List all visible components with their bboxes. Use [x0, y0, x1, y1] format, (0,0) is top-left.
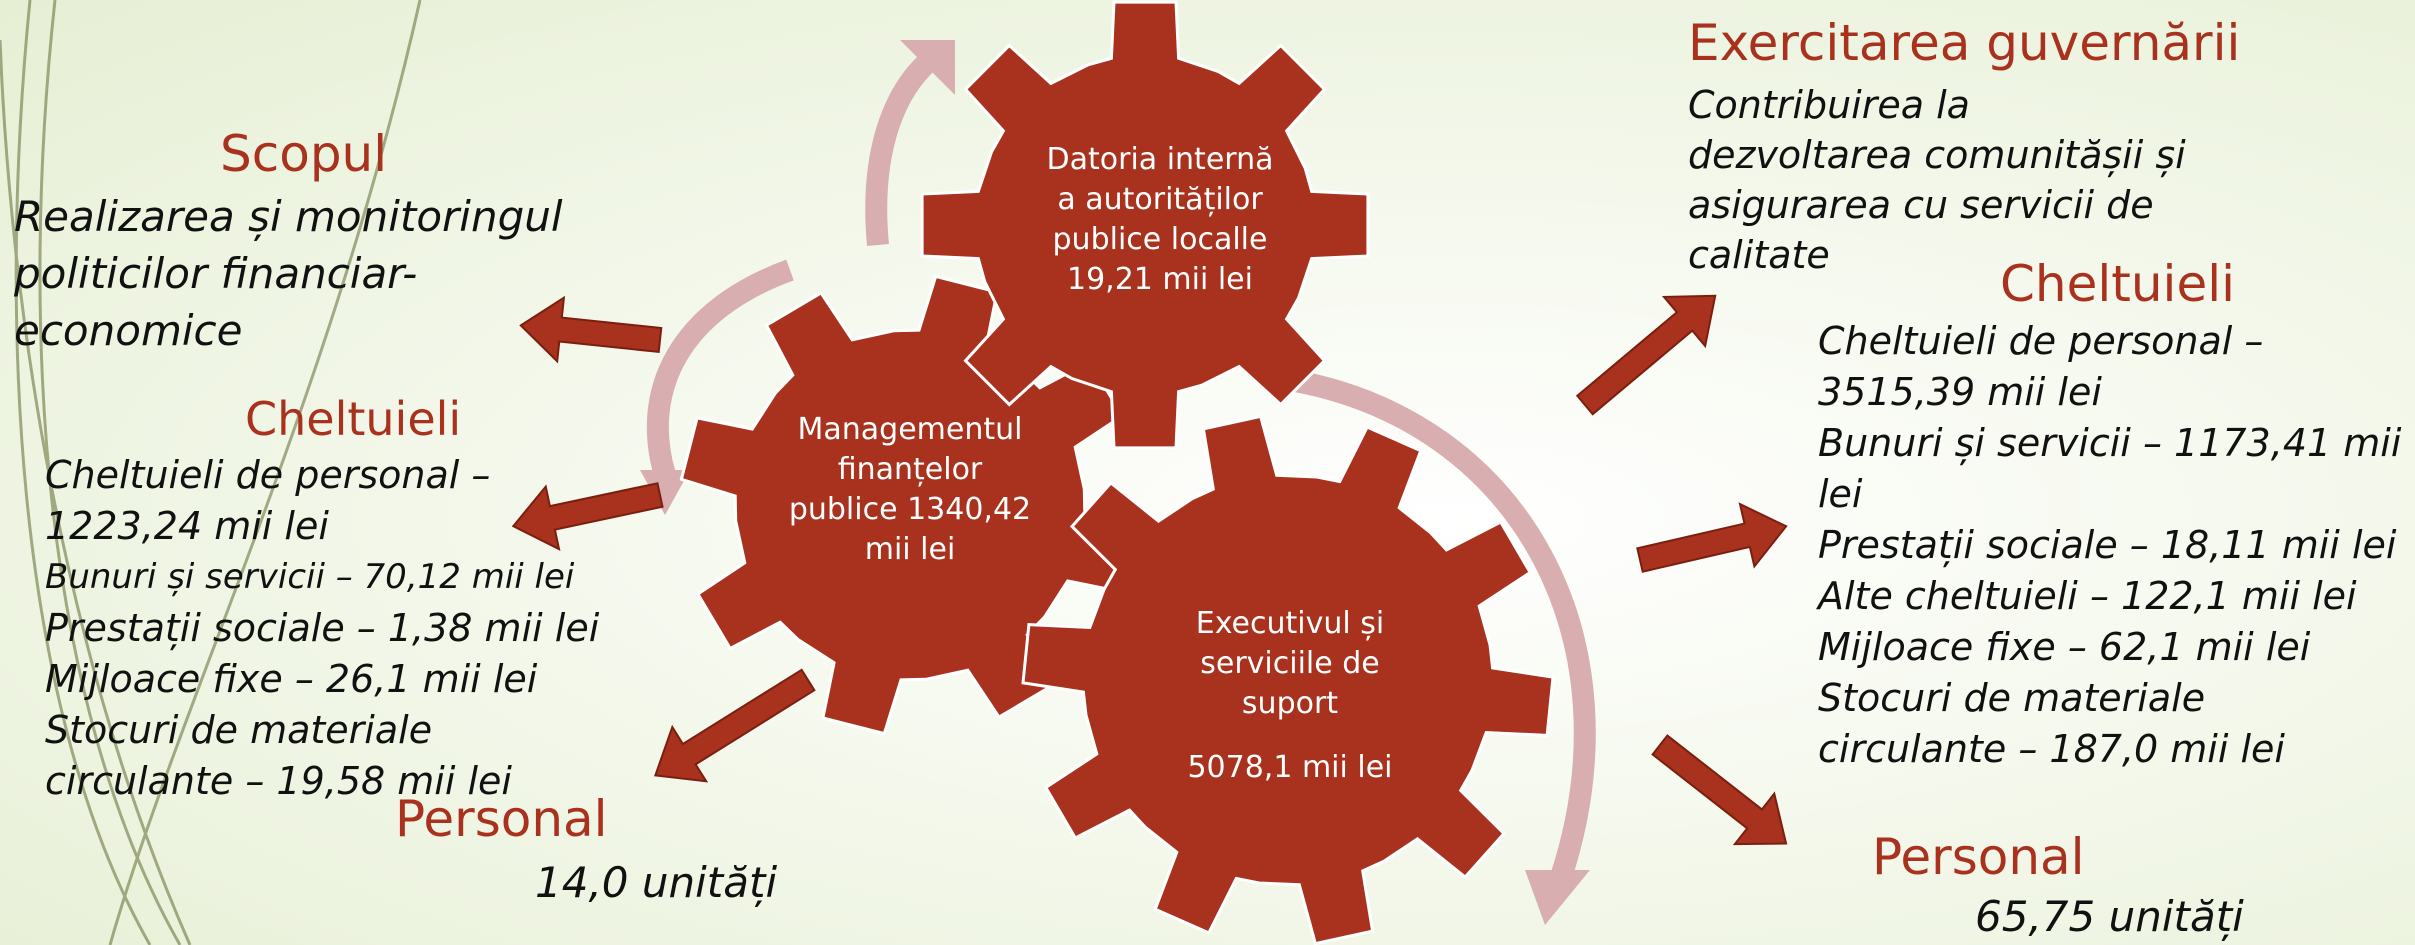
- gear-executivul-line: suport: [1241, 686, 1339, 721]
- gear-executivul-label: Executivul și serviciile de suport 5078,…: [1140, 604, 1440, 788]
- exercitarea-title: Exercitarea guvernării: [1688, 14, 2241, 72]
- personal-left-value: 14,0 unități: [535, 858, 778, 907]
- gear-datoria-label: Datoria internă a autorităților publice …: [1010, 140, 1310, 300]
- gear-datoria-shape: [920, 0, 1370, 450]
- cheltuieli-right-item: lei: [1818, 472, 1863, 516]
- cheltuieli-right-title: Cheltuieli: [2000, 255, 2235, 313]
- cheltuieli-left-item: circulante – 19,58 mii lei: [45, 759, 512, 803]
- gear-datoria: [920, 0, 1370, 450]
- cheltuieli-right-item: Mijloace fixe – 62,1 mii lei: [1818, 625, 2311, 669]
- cheltuieli-left-item: Bunuri și servicii – 70,12 mii lei: [45, 557, 575, 597]
- exercitarea-line: Contribuirea la: [1688, 83, 1970, 127]
- scopul-title: Scopul: [220, 125, 388, 183]
- swirl-arrow-head-right: [1525, 870, 1590, 925]
- cheltuieli-right-item: Prestații sociale – 18,11 mii lei: [1818, 523, 2397, 567]
- cheltuieli-right-item: Cheltuieli de personal –: [1818, 319, 2264, 363]
- cheltuieli-left-list: Cheltuieli de personal – 1223,24 mii lei…: [45, 450, 599, 807]
- gear-datoria-line: 19,21 mii lei: [1067, 262, 1253, 297]
- cheltuieli-right-item: Bunuri și servicii – 1173,41 mii: [1818, 421, 2402, 465]
- scopul-line: economice: [14, 306, 243, 355]
- cheltuieli-left-item: Mijloace fixe – 26,1 mii lei: [45, 657, 538, 701]
- arrow-cheltuieli-right: [1636, 502, 1788, 573]
- cheltuieli-left-item: Cheltuieli de personal –: [45, 453, 491, 497]
- gear-management-line: Managementul: [797, 412, 1023, 447]
- scopul-text: Realizarea și monitoringul politicilor f…: [14, 188, 563, 359]
- gear-management-line: finanțelor: [837, 452, 983, 487]
- arrow-personal-left: [653, 668, 816, 783]
- decorative-lines: [0, 0, 422, 945]
- cheltuieli-left-title: Cheltuieli: [245, 392, 462, 446]
- cheltuieli-right-item: 3515,39 mii lei: [1818, 370, 2102, 414]
- arrow-scopul: [519, 295, 663, 364]
- swirl-arrow-head-top: [900, 40, 955, 95]
- cheltuieli-right-list: Cheltuieli de personal – 3515,39 mii lei…: [1818, 316, 2401, 775]
- gear-executivul-shape: [1021, 414, 1555, 945]
- cheltuieli-left-item: 1223,24 mii lei: [45, 504, 329, 548]
- gear-management-line: publice 1340,42: [788, 492, 1032, 527]
- exercitarea-line: asigurarea cu servicii de: [1688, 183, 2154, 227]
- gear-management-line: mii lei: [864, 532, 956, 567]
- exercitarea-line: dezvoltarea comunitășii și: [1688, 133, 2186, 177]
- personal-right-value: 65,75 unități: [1975, 892, 2244, 941]
- gear-datoria-line: publice localle: [1052, 222, 1268, 257]
- personal-right-title: Personal: [1872, 828, 2085, 886]
- block-arrows: [511, 294, 1788, 846]
- gear-datoria-line: a autorităților: [1057, 182, 1263, 217]
- cheltuieli-left-item: Prestații sociale – 1,38 mii lei: [45, 606, 600, 650]
- cheltuieli-right-item: Alte cheltuieli – 122,1 mii lei: [1818, 574, 2357, 618]
- arrow-personal-right: [1651, 734, 1788, 846]
- scopul-line: Realizarea și monitoringul: [14, 192, 563, 241]
- gear-datoria-line: Datoria internă: [1046, 142, 1274, 177]
- arrow-cheltuieli-left: [511, 482, 664, 551]
- swirl-arrows: [646, 51, 1596, 884]
- scopul-line: politicilor financiar-: [14, 249, 418, 298]
- cheltuieli-right-item: circulante – 187,0 mii lei: [1818, 727, 2285, 771]
- gear-executivul-value: 5078,1 mii lei: [1187, 750, 1393, 785]
- cheltuieli-left-item: Stocuri de materiale: [45, 708, 433, 752]
- cheltuieli-right-item: Stocuri de materiale: [1818, 676, 2206, 720]
- gear-executivul: [1021, 414, 1555, 945]
- gear-executivul-line: serviciile de: [1200, 646, 1380, 681]
- personal-left-title: Personal: [395, 790, 608, 848]
- swirl-arrow-head-left: [640, 470, 690, 515]
- arrow-exercitarea: [1575, 294, 1717, 416]
- gear-executivul-line: Executivul și: [1195, 606, 1385, 641]
- exercitarea-line: calitate: [1688, 233, 1830, 277]
- gear-management-label: Managementul finanțelor publice 1340,42 …: [740, 410, 1080, 570]
- exercitarea-text: Contribuirea la dezvoltarea comunitășii …: [1688, 80, 2186, 280]
